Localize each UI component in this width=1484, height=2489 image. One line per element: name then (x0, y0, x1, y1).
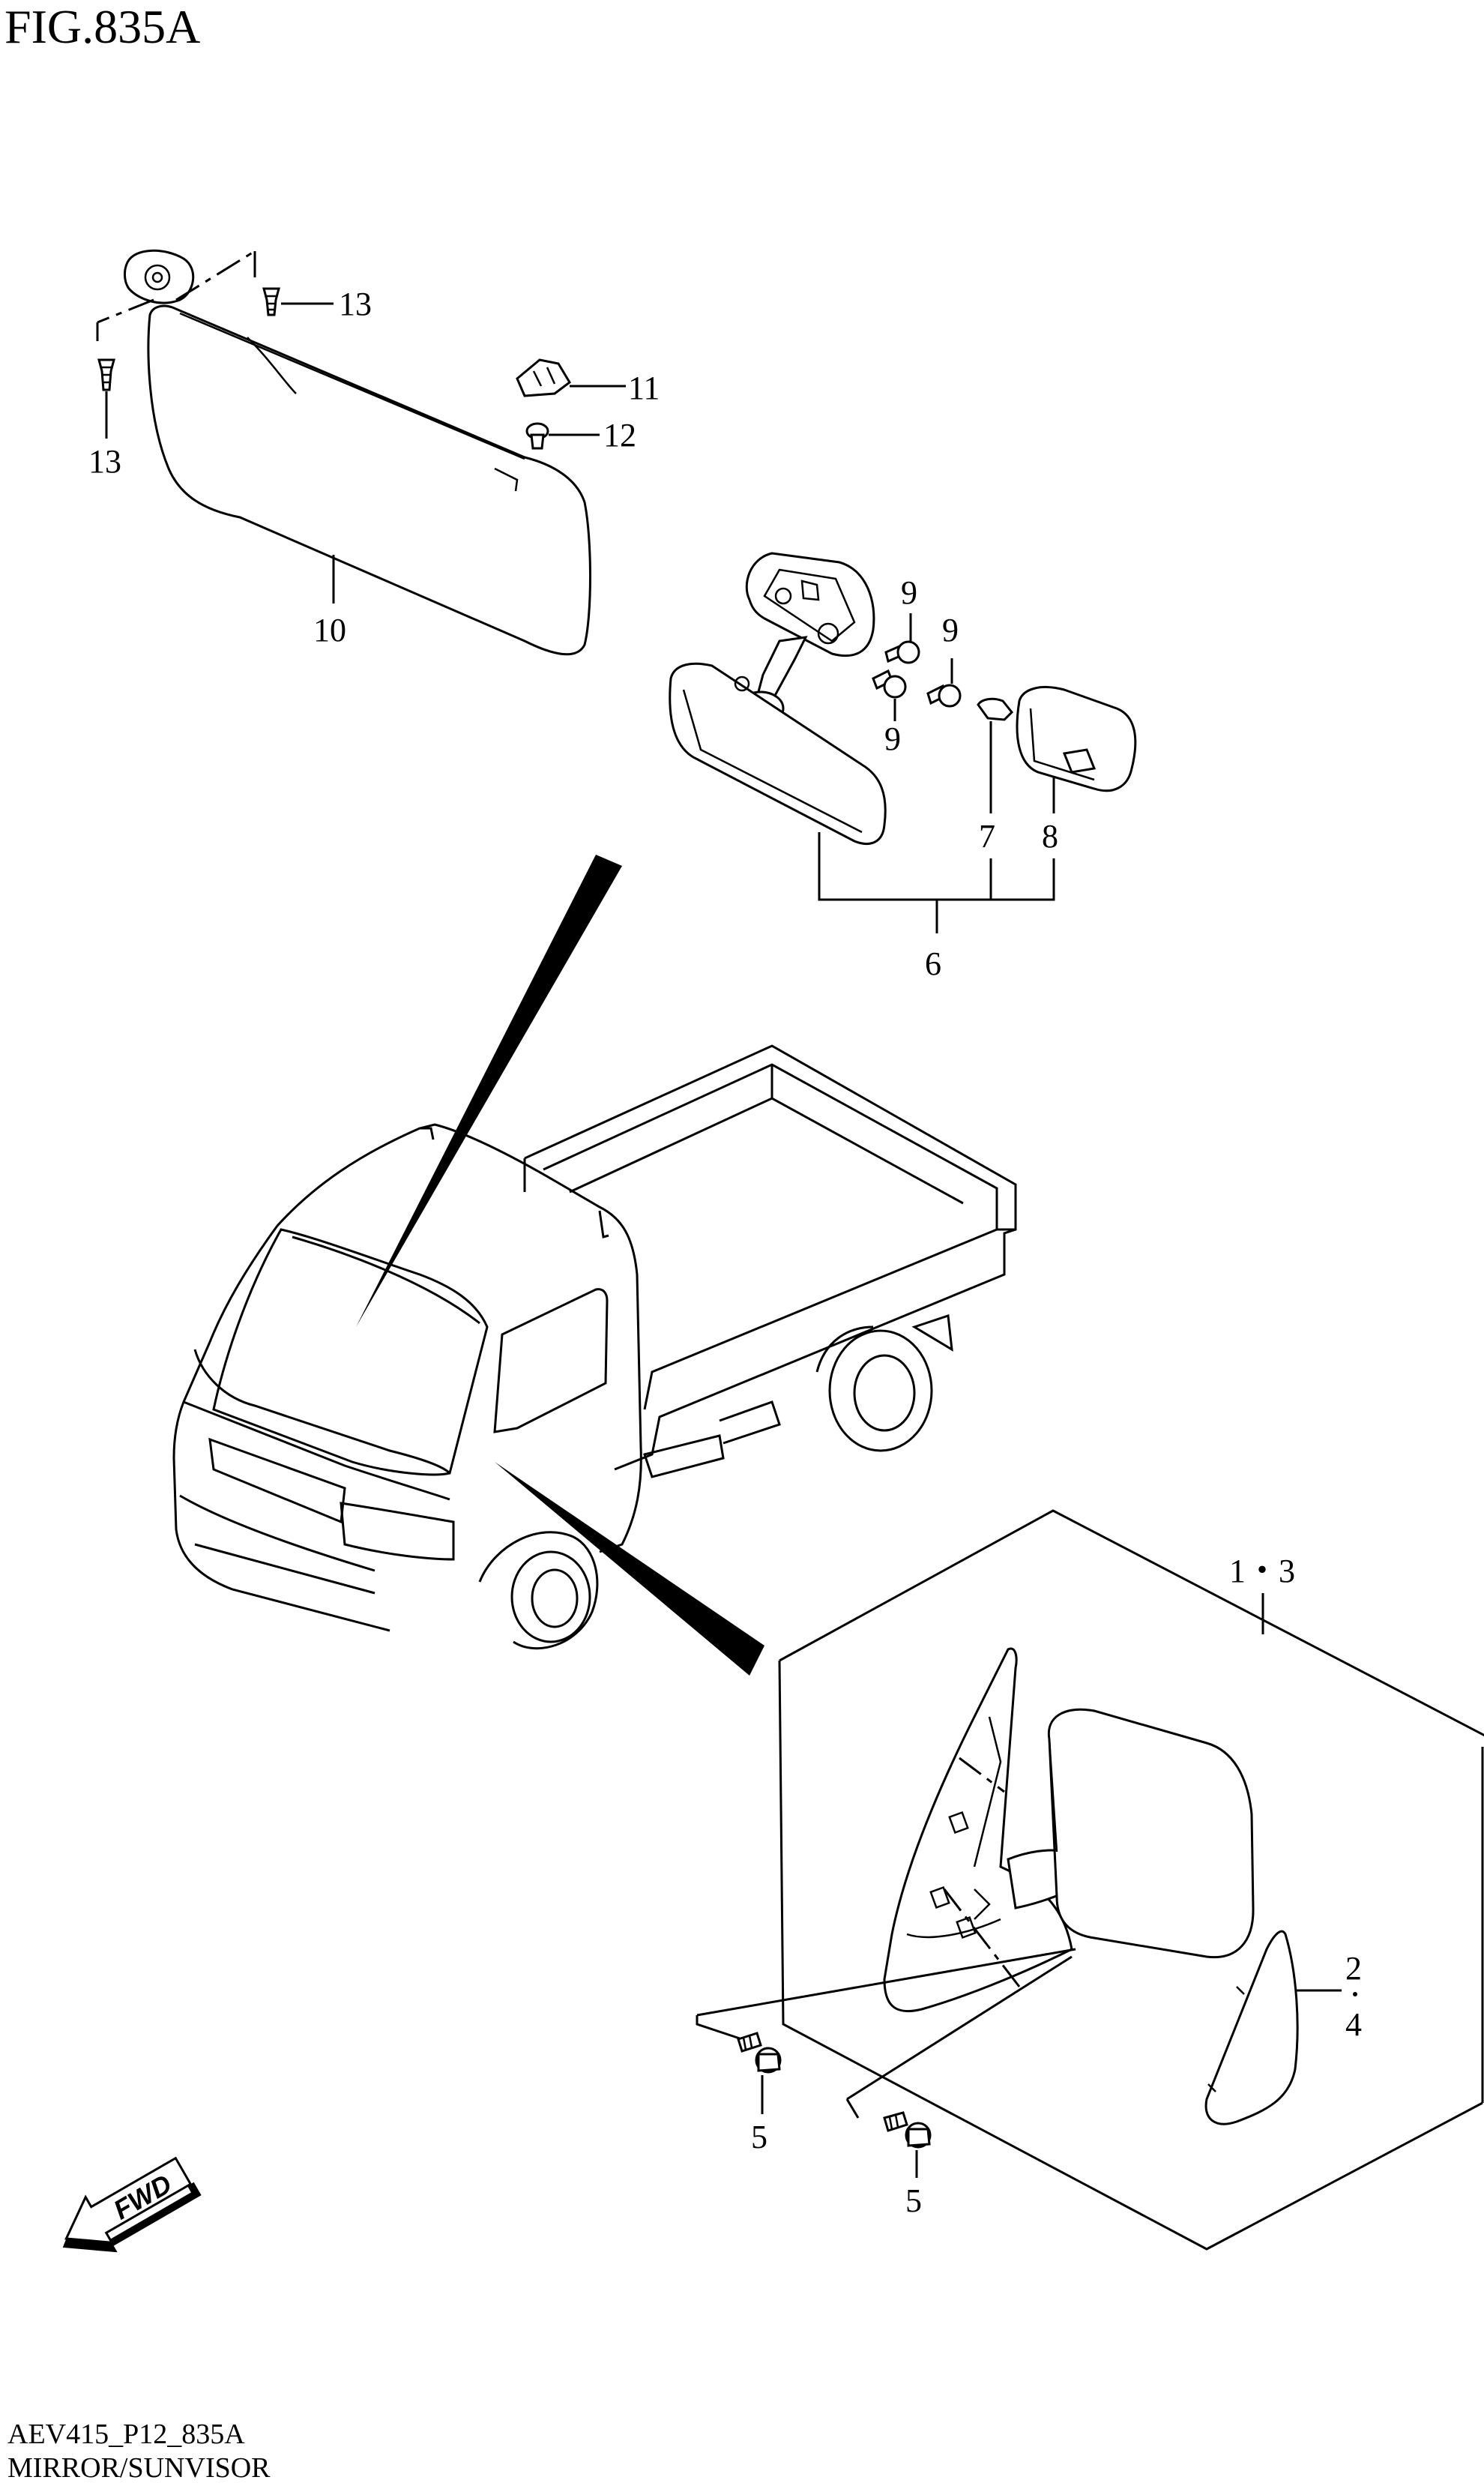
visor-hinge (124, 249, 195, 304)
screw-13-upper (262, 287, 280, 316)
callout-2: 2 (1345, 1950, 1362, 1987)
callout-5-a: 5 (751, 2119, 767, 2155)
bolt-5-a (737, 2032, 782, 2074)
pointer-rearview (356, 855, 622, 1327)
screw-9-a (884, 640, 920, 664)
callout-13-upper: 13 (339, 286, 372, 322)
callout-12: 12 (603, 417, 636, 454)
callout-7: 7 (979, 818, 995, 855)
callout-1-3: 1・3 (1229, 1553, 1295, 1589)
figure-title: FIG.835A (4, 0, 201, 53)
sunvisor (147, 304, 591, 656)
mirror-mount-base (745, 552, 875, 657)
callout-8: 8 (1042, 818, 1058, 855)
screw-9-b (926, 684, 962, 708)
bolt-5-b (883, 2111, 932, 2149)
fwd-arrow-icon: FWD (62, 2156, 202, 2253)
truck-illustration (172, 1044, 1017, 1650)
callout-5-b: 5 (905, 2182, 922, 2219)
door-mirror (883, 1647, 1255, 2013)
callout-9-a: 9 (901, 574, 917, 611)
rearview-mirror-assembly (669, 552, 887, 845)
map-lamp-bulb-7 (977, 697, 1014, 721)
sunvisor-assembly (96, 249, 591, 656)
visor-holder-11 (516, 358, 571, 397)
screw-13-lower (97, 358, 115, 391)
callout-9-c: 9 (884, 720, 901, 757)
callout-9-b: 9 (942, 612, 959, 648)
rearview-mirror (669, 662, 887, 845)
callout-4: 4 (1345, 2006, 1362, 2043)
map-lamp-lens-8 (1016, 686, 1137, 792)
screw-12 (525, 422, 549, 450)
callout-13-lower: 13 (88, 443, 121, 480)
door-mirror-box (778, 1509, 1484, 2251)
screw-9-c (872, 669, 907, 699)
callout-11: 11 (628, 370, 660, 406)
callout-6: 6 (925, 945, 941, 982)
mirror-glass (1204, 1930, 1299, 2125)
document-code: AEV415_P12_835A (7, 2419, 245, 2450)
callout-10: 10 (313, 612, 346, 648)
pointer-door-mirror (495, 1462, 764, 1676)
section-name: MIRROR/SUNVISOR (7, 2452, 271, 2484)
